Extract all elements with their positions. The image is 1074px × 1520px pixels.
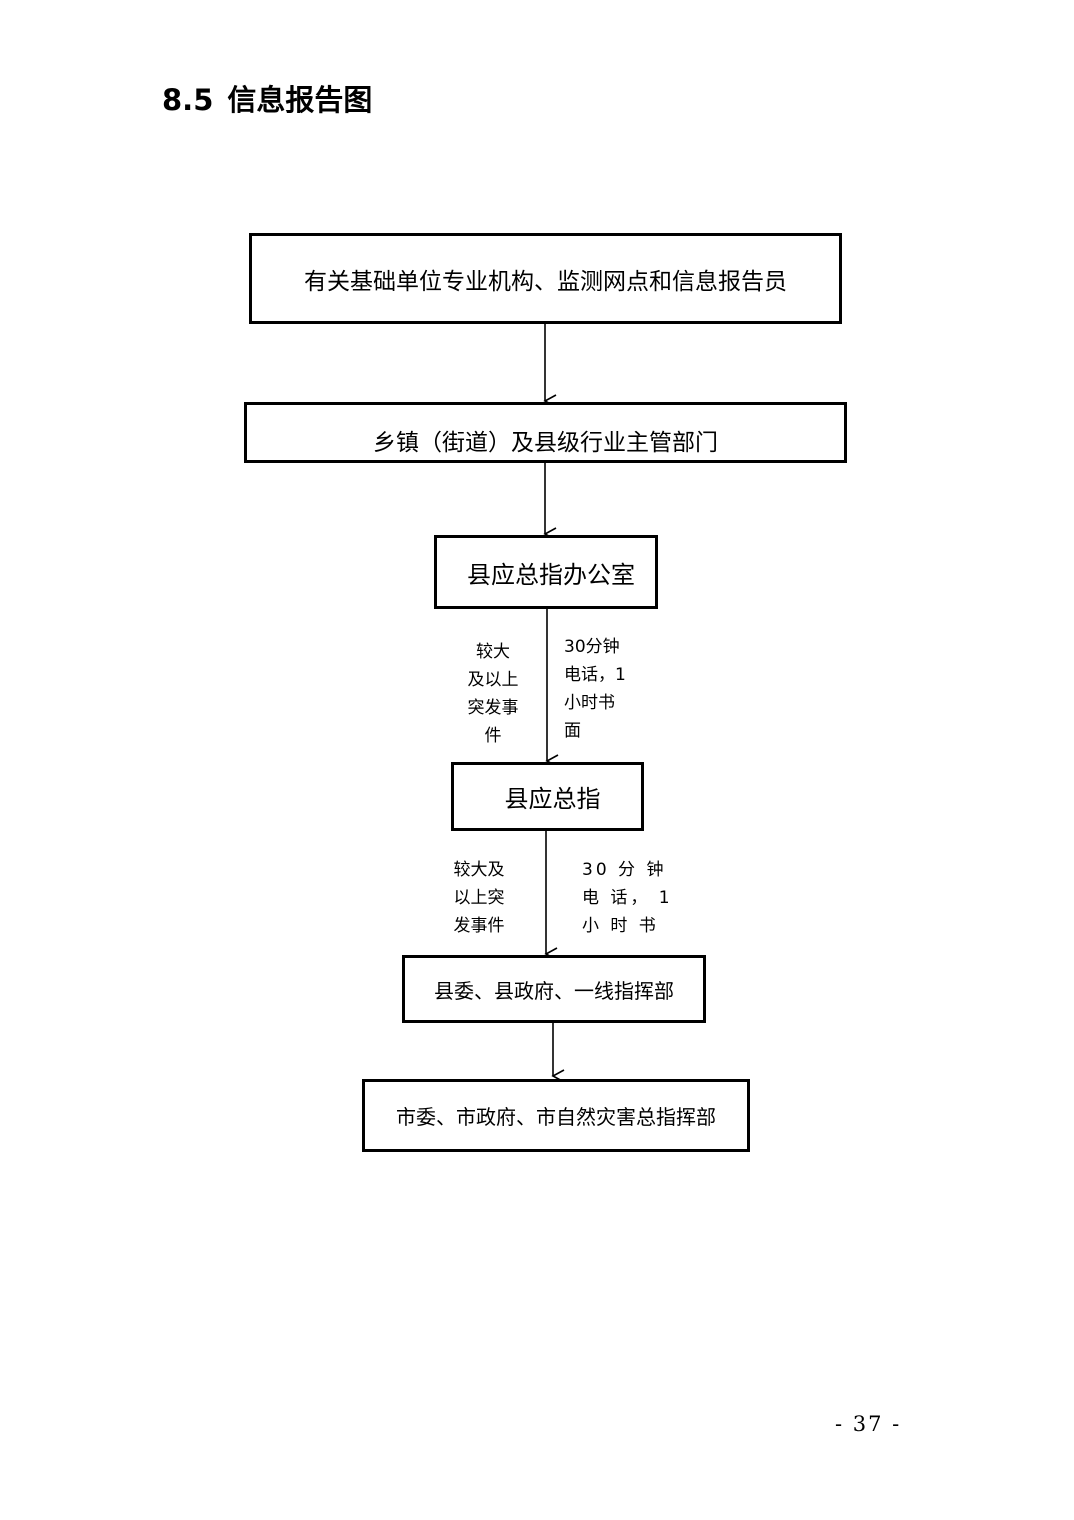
edge-label-line: 发事件 [453, 916, 505, 936]
section-number: 8.5 [162, 83, 214, 117]
edge-label-line: 较大 [476, 642, 510, 662]
edge-label-line: 面 [564, 721, 581, 741]
edge-label-line: 电话，1 [564, 665, 626, 685]
edge-label-condition-2: 较大及 以上突 发事件 [446, 856, 512, 940]
edge-label-timing-1: 30分钟 电话，1 小时书 面 [564, 633, 626, 745]
edge-label-condition-1: 较大 及以上 突发事 件 [458, 638, 528, 750]
edge-label-line: 小时书 [564, 693, 615, 713]
node-township-departments: 乡镇（街道）及县级行业主管部门 [244, 402, 847, 463]
page-title: 8.5 信息报告图 [162, 78, 372, 122]
edge-label-timing-2: 30 分 钟 电 话， 1 小 时 书 [582, 856, 673, 940]
node-county-command-office: 县应总指办公室 [434, 535, 658, 609]
page-number: - 37 - [835, 1412, 902, 1436]
section-title: 信息报告图 [227, 83, 373, 117]
node-county-government: 县委、县政府、一线指挥部 [402, 955, 706, 1023]
edge-label-line: 较大及 [453, 860, 505, 880]
node-county-command: 县应总指 [451, 762, 644, 831]
edge-label-line: 件 [484, 726, 502, 746]
edge-label-line: 及以上 [467, 670, 519, 690]
edge-label-line: 突发事 [467, 698, 519, 718]
edge-label-line: 电 话， 1 [582, 888, 673, 908]
edge-label-line: 30分钟 [564, 637, 620, 657]
edge-label-line: 以上突 [453, 888, 505, 908]
node-grassroots-reporters: 有关基础单位专业机构、监测网点和信息报告员 [249, 233, 842, 324]
edge-label-line: 30 分 钟 [582, 860, 667, 880]
edge-label-line: 小 时 书 [582, 916, 659, 936]
node-city-government: 市委、市政府、市自然灾害总指挥部 [362, 1079, 750, 1152]
